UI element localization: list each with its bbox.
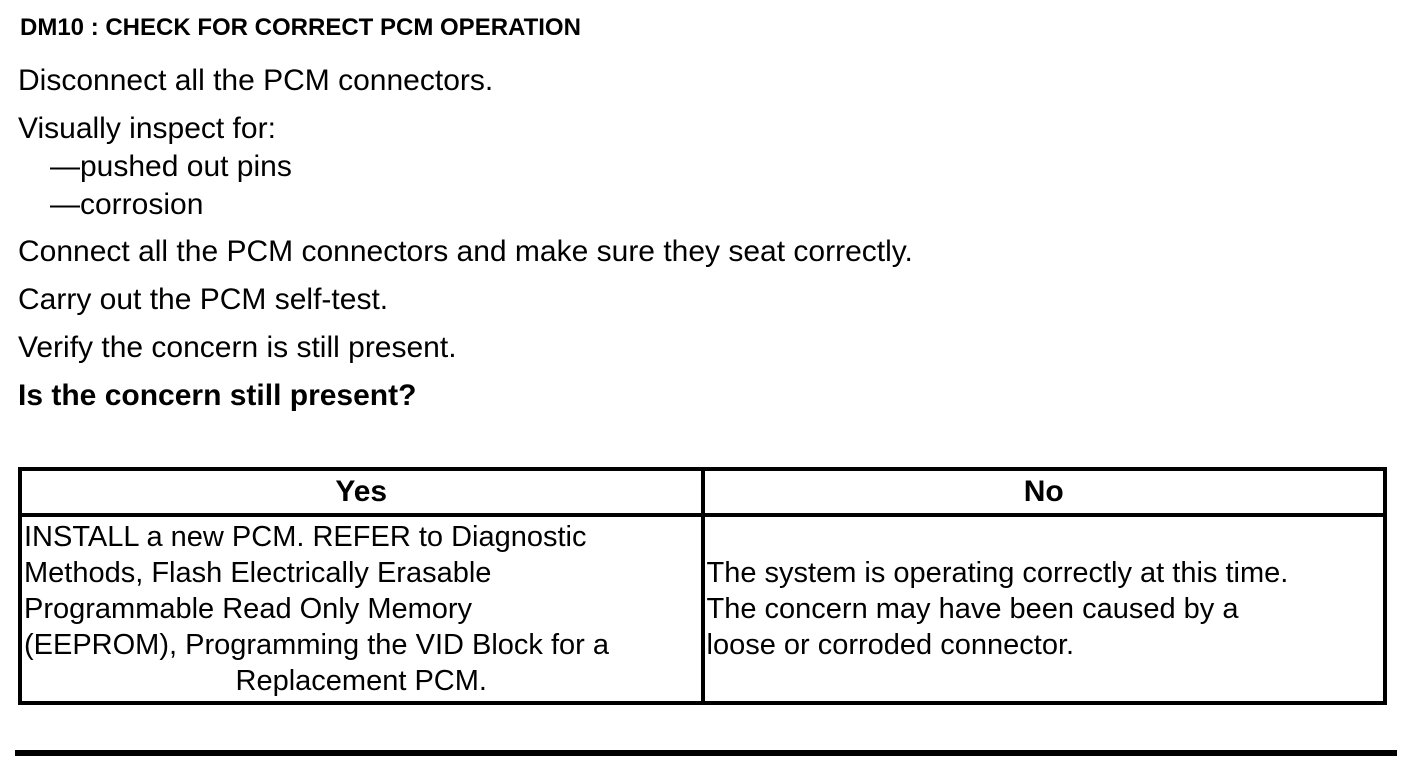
inspect-item: —corrosion	[50, 188, 204, 221]
page-bottom-rule	[15, 750, 1397, 756]
yes-column-header: Yes	[18, 467, 705, 517]
test-step-title: DM10 : CHECK FOR CORRECT PCM OPERATION	[20, 14, 581, 41]
yes-no-result-table: Yes No INSTALL a new PCM. REFER to Diagn…	[18, 467, 1387, 705]
no-action-cell: The system is operating correctly at thi…	[700, 513, 1387, 705]
decision-question: Is the concern still present?	[18, 379, 417, 412]
step-verify-concern: Verify the concern is still present.	[18, 331, 457, 364]
yes-action-line: Programmable Read Only Memory	[24, 593, 473, 625]
result-table-header-row: Yes No	[18, 467, 1387, 517]
step-visually-inspect: Visually inspect for:	[18, 112, 276, 145]
step-self-test: Carry out the PCM self-test.	[18, 283, 389, 316]
step-disconnect-connectors: Disconnect all the PCM connectors.	[18, 64, 494, 97]
inspect-item-list: —pushed out pins —corrosion	[18, 148, 1408, 224]
yes-action-line: Replacement PCM.	[235, 665, 487, 697]
yes-action-line: INSTALL a new PCM. REFER to Diagnostic	[24, 521, 587, 553]
no-column-header: No	[700, 467, 1387, 517]
yes-action-line: Methods, Flash Electrically Erasable	[24, 557, 492, 589]
procedure-section: DM10 : CHECK FOR CORRECT PCM OPERATION D…	[18, 14, 1408, 705]
no-action-line: The system is operating correctly at thi…	[706, 557, 1289, 589]
no-action-line: loose or corroded connector.	[706, 629, 1075, 661]
no-action-line: The concern may have been caused by a	[706, 593, 1239, 625]
step-connect-connectors: Connect all the PCM connectors and make …	[18, 235, 913, 268]
yes-action-line: (EEPROM), Programming the VID Block for …	[24, 629, 609, 661]
inspect-item: —pushed out pins	[50, 150, 292, 183]
